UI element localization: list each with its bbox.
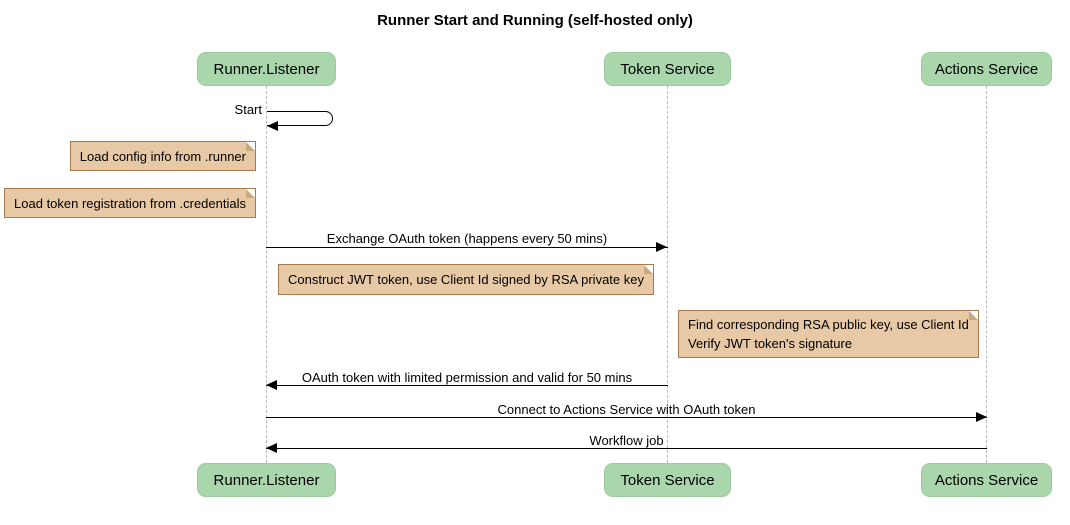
message-connect-actions-line [266, 417, 987, 419]
participant-runner-listener-bottom: Runner.Listener [197, 463, 336, 497]
message-exchange-oauth-arrowhead-icon [656, 242, 667, 252]
note-load-config: Load config info from .runner [69, 141, 256, 171]
participant-token-service-bottom: Token Service [604, 463, 731, 497]
message-workflow-job-line [266, 448, 987, 450]
note-verify-jwt-line1: Find corresponding RSA public key, use C… [688, 317, 969, 332]
note-load-token-registration-text: Load token registration from .credential… [14, 195, 246, 211]
note-load-token-registration: Load token registration from .credential… [4, 188, 256, 218]
self-message-arrowhead-icon [267, 121, 278, 131]
diagram-title: Runner Start and Running (self-hosted on… [377, 12, 693, 29]
message-workflow-job-label: Workflow job [589, 433, 664, 448]
note-construct-jwt: Construct JWT token, use Client Id signe… [278, 264, 654, 295]
message-exchange-oauth-label: Exchange OAuth token (happens every 50 m… [326, 231, 608, 246]
message-oauth-token-arrowhead-icon [266, 380, 277, 390]
note-verify-jwt: Find corresponding RSA public key, use C… [678, 310, 979, 358]
lifeline-runner-listener [266, 86, 267, 463]
message-oauth-token-label: OAuth token with limited permission and … [301, 370, 633, 385]
self-message-loop [267, 111, 333, 126]
participant-token-service-top: Token Service [604, 52, 731, 86]
note-construct-jwt-text: Construct JWT token, use Client Id signe… [288, 272, 644, 287]
participant-runner-listener-top: Runner.Listener [197, 52, 336, 86]
note-verify-jwt-line2: Verify JWT token's signature [688, 336, 853, 351]
message-workflow-job-arrowhead-icon [266, 443, 277, 453]
participant-actions-service-top: Actions Service [921, 52, 1052, 86]
message-connect-actions-arrowhead-icon [976, 412, 987, 422]
self-message-start-label: Start [234, 102, 262, 117]
note-load-config-text: Load config info from .runner [79, 148, 246, 164]
lifeline-token-service [667, 86, 668, 463]
participant-actions-service-bottom: Actions Service [921, 463, 1052, 497]
message-oauth-token-line [266, 385, 668, 387]
message-connect-actions-label: Connect to Actions Service with OAuth to… [497, 402, 756, 417]
lifeline-actions-service [986, 86, 987, 463]
message-exchange-oauth-line [266, 247, 668, 249]
